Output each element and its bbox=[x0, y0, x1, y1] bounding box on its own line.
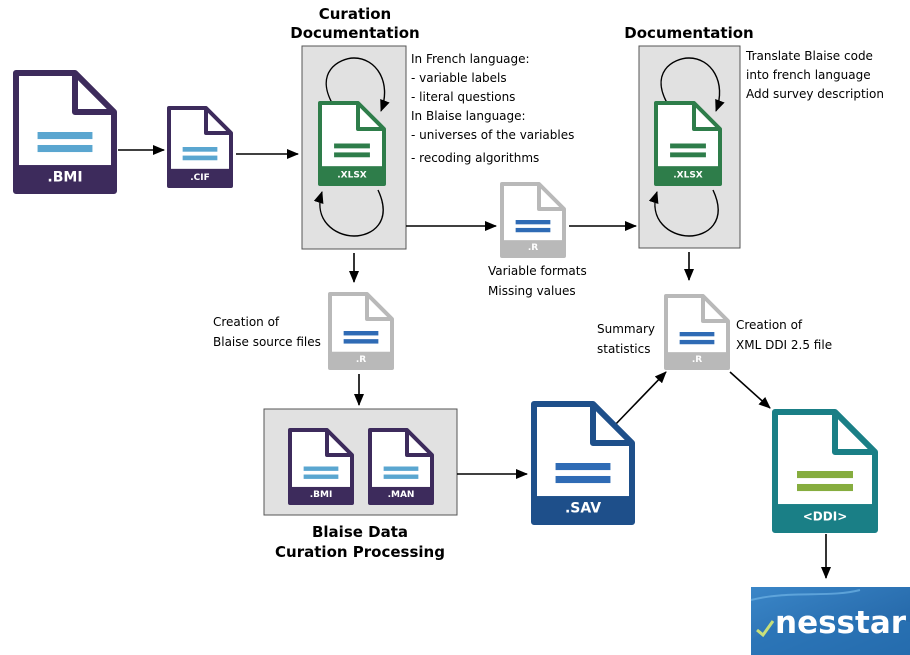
documentation-loop-top-arrow bbox=[660, 57, 725, 112]
r-middle-note: Missing values bbox=[488, 284, 576, 298]
arrow-r-to-ddi bbox=[729, 371, 771, 409]
curation-note: In Blaise language: bbox=[411, 109, 526, 123]
documentation-note: into french language bbox=[746, 68, 871, 82]
ddi-file-icon: <DDI> bbox=[772, 409, 878, 533]
r-summary-file-icon-label: .R bbox=[692, 355, 702, 365]
xlsx-documentation-icon-label: .XLSX bbox=[673, 171, 703, 181]
curation-loop-bottom-arrow bbox=[313, 189, 384, 237]
man-file-icon-label: .MAN bbox=[388, 490, 415, 500]
curation-note: - universes of the variables bbox=[411, 128, 574, 142]
blaise-title-line2: Curation Processing bbox=[275, 543, 445, 561]
bmi-small-file-icon-label: .BMI bbox=[310, 490, 333, 500]
curation-loop-top-arrow bbox=[325, 57, 390, 112]
documentation-note: Add survey description bbox=[746, 87, 884, 101]
arrow-sav-to-r bbox=[612, 371, 667, 428]
sav-file-icon-label: .SAV bbox=[565, 501, 601, 517]
r-creation-file-icon-label: .R bbox=[356, 355, 366, 365]
creation-notes: Creation of Blaise source files bbox=[213, 315, 321, 349]
r-middle-note: Variable formats bbox=[488, 264, 587, 278]
xml-note: XML DDI 2.5 file bbox=[736, 338, 832, 352]
r-middle-notes: Variable formats Missing values bbox=[488, 264, 587, 298]
documentation-title: Documentation bbox=[624, 24, 753, 42]
xlsx-documentation-icon: .XLSX bbox=[654, 101, 722, 186]
summary-note: statistics bbox=[597, 342, 651, 356]
man-file-icon: .MAN bbox=[368, 428, 434, 505]
nesstar-logo-text: nesstar bbox=[775, 605, 907, 641]
curation-note: - literal questions bbox=[411, 90, 515, 104]
summary-notes: Summary statistics bbox=[597, 322, 655, 356]
documentation-loop-bottom-arrow bbox=[648, 189, 719, 237]
summary-note: Summary bbox=[597, 322, 655, 336]
bmi-file-icon: .BMI bbox=[13, 70, 117, 194]
r-middle-file-icon-label: .R bbox=[528, 243, 538, 253]
r-middle-file-icon: .R bbox=[500, 182, 566, 258]
curation-note: - variable labels bbox=[411, 71, 507, 85]
xml-notes: Creation of XML DDI 2.5 file bbox=[736, 318, 832, 352]
ddi-file-icon-label: <DDI> bbox=[803, 510, 848, 524]
documentation-note: Translate Blaise code bbox=[745, 49, 873, 63]
creation-note: Blaise source files bbox=[213, 335, 321, 349]
curation-note: In French language: bbox=[411, 52, 530, 66]
blaise-title-line1: Blaise Data bbox=[312, 523, 408, 541]
sav-file-icon: .SAV bbox=[531, 401, 635, 525]
curation-notes: In French language: - variable labels - … bbox=[411, 52, 574, 165]
xlsx-curation-icon: .XLSX bbox=[318, 101, 386, 186]
documentation-notes: Translate Blaise code into french langua… bbox=[745, 49, 884, 101]
r-summary-file-icon: .R bbox=[664, 294, 730, 370]
cif-file-icon: .CIF bbox=[167, 106, 233, 188]
nesstar-logo: nesstar bbox=[750, 587, 910, 655]
bmi-file-icon-label: .BMI bbox=[47, 170, 82, 186]
creation-note: Creation of bbox=[213, 315, 280, 329]
r-creation-file-icon: .R bbox=[328, 292, 394, 370]
curation-title-line2: Documentation bbox=[290, 24, 419, 42]
xlsx-curation-icon-label: .XLSX bbox=[337, 171, 367, 181]
curation-note: - recoding algorithms bbox=[411, 151, 539, 165]
curation-title-line1: Curation bbox=[319, 5, 392, 23]
bmi-small-file-icon: .BMI bbox=[288, 428, 354, 505]
xml-note: Creation of bbox=[736, 318, 803, 332]
cif-file-icon-label: .CIF bbox=[190, 173, 210, 183]
